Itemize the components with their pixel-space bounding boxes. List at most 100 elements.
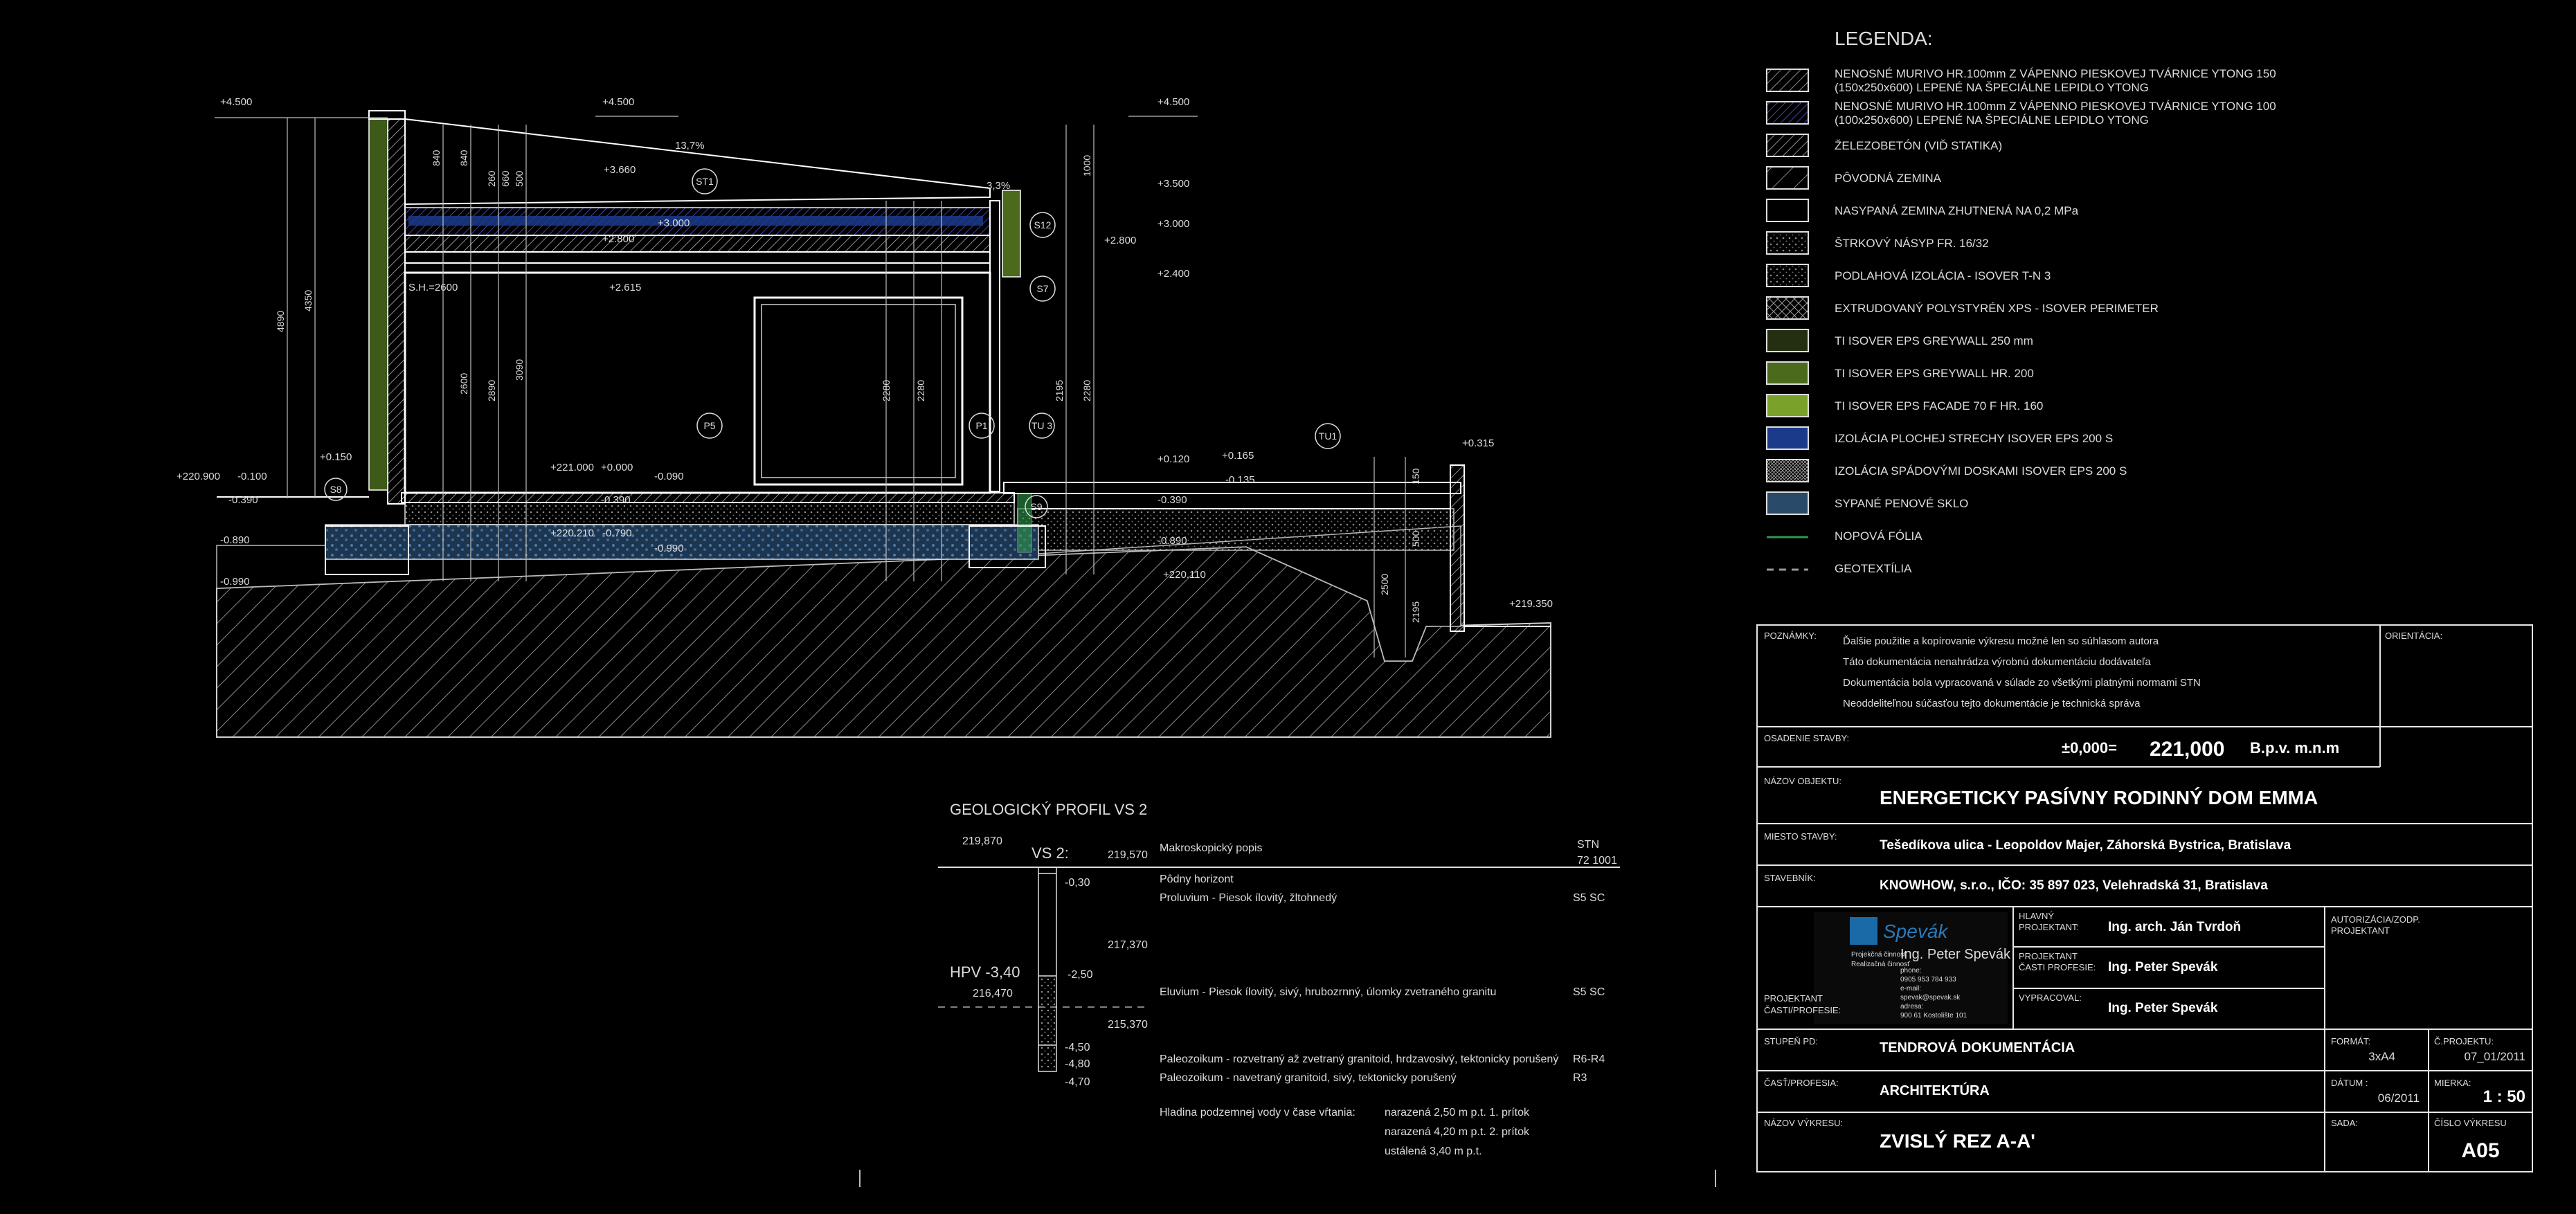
legend-item: TI ISOVER EPS GREYWALL HR. 200 bbox=[1766, 361, 2034, 385]
dimension-lines bbox=[215, 116, 1406, 658]
dim-label: 2195 bbox=[1410, 601, 1421, 623]
hlavny-label: HLAVNÝ bbox=[2019, 911, 2054, 921]
geo-header-stn: STN bbox=[1577, 839, 1599, 851]
section-labels: +4.500 +0.150 +220.900 -0.100 -0.390 -0.… bbox=[177, 96, 1553, 610]
company-logo: Spevák Ing. Peter Spevák Projekčná činno… bbox=[1814, 912, 2011, 1024]
objekt-label: NÁZOV OBJEKTU: bbox=[1764, 776, 1841, 786]
legend-swatch bbox=[1766, 69, 1809, 92]
title-block-frame bbox=[1756, 624, 2533, 1172]
legend-label: PODLAHOVÁ IZOLÁCIA - ISOVER T-N 3 bbox=[1835, 269, 2051, 282]
level-label: +0.165 bbox=[1222, 450, 1254, 462]
level-label: -0.100 bbox=[237, 471, 267, 482]
dim-label: 260 bbox=[486, 170, 497, 187]
title-block: POZNÁMKY: Ďalšie použitie a kopírovanie … bbox=[1756, 624, 2533, 1172]
geo-depth: -4,50 bbox=[1065, 1042, 1090, 1053]
legend-label: NOPOVÁ FÓLIA bbox=[1835, 529, 1922, 543]
legend-items: NENOSNÉ MURIVO HR.100mm Z VÁPENNO PIESKO… bbox=[1766, 67, 2276, 575]
geological-profile: GEOLOGICKÝ PROFIL VS 2 219,870 VS 2: 219… bbox=[938, 801, 1620, 1157]
vypracoval-label: VYPRACOVAL: bbox=[2019, 993, 2082, 1003]
cast-projektant: Ing. Peter Spevák bbox=[2108, 960, 2218, 975]
borehole-column bbox=[1038, 867, 1057, 1072]
legend-label: NENOSNÉ MURIVO HR.100mm Z VÁPENNO PIESKO… bbox=[1835, 67, 2276, 80]
geo-header-desc: Makroskopický popis bbox=[1160, 842, 1263, 854]
geo-water-item: ustálená 3,40 m p.t. bbox=[1385, 1145, 1482, 1157]
legend-item: GEOTEXTÍLIA bbox=[1767, 562, 1912, 575]
detail-tags: ST1 S12 S7 P5 P1 TU 3 TU1 S8 S9 bbox=[324, 168, 1341, 518]
cislo-label: ČÍSLO VÝKRESU bbox=[2434, 1118, 2507, 1128]
logo-info: adresa: bbox=[1900, 1003, 1923, 1011]
geo-water-item: narazená 4,20 m p.t. 2. prítok bbox=[1385, 1126, 1530, 1138]
geo-water-item: narazená 2,50 m p.t. 1. prítok bbox=[1385, 1107, 1530, 1118]
dim-label: 3090 bbox=[514, 359, 525, 381]
level-label: +2.800 bbox=[602, 233, 634, 245]
cast-label: ČASŤ/PROFESIA: bbox=[1764, 1078, 1839, 1088]
dim-label: 840 bbox=[431, 150, 442, 166]
legend-swatch bbox=[1766, 101, 1809, 125]
level-label: -0.790 bbox=[602, 527, 632, 539]
dim-label: 150 bbox=[1410, 468, 1421, 484]
legend-item: TI ISOVER EPS GREYWALL 250 mm bbox=[1766, 329, 2033, 352]
legend-swatch bbox=[1766, 459, 1809, 482]
footing-left bbox=[325, 525, 409, 575]
sada-label: SADA: bbox=[2331, 1118, 2358, 1128]
cast-proj-label: ČASTI PROFESIE: bbox=[2019, 962, 2096, 972]
legend-swatch bbox=[1766, 491, 1809, 515]
level-label: -0.090 bbox=[654, 471, 684, 482]
slope-label: 3,3% bbox=[987, 180, 1010, 192]
legend-swatch bbox=[1766, 264, 1809, 287]
logo-info: e-mail: bbox=[1900, 985, 1921, 993]
legend-swatch bbox=[1766, 361, 1809, 385]
geo-level: 219,570 bbox=[1108, 849, 1148, 861]
logo-info: 900 61 Kostolište 101 bbox=[1900, 1012, 1967, 1020]
legend-label: TI ISOVER EPS GREYWALL 250 mm bbox=[1835, 334, 2033, 347]
tag-s8: S8 bbox=[330, 484, 341, 495]
legend-swatch bbox=[1766, 134, 1809, 157]
legend-item: PÔVODNÁ ZEMINA bbox=[1766, 166, 1942, 190]
level-label: +0.000 bbox=[601, 462, 633, 473]
legend-title: LEGENDA: bbox=[1835, 28, 1933, 49]
window-opening bbox=[753, 296, 964, 486]
left-wall-insulation bbox=[368, 116, 388, 491]
roof-insulation-fill bbox=[408, 216, 983, 226]
borehole-fill bbox=[1040, 976, 1055, 1069]
legend-item: TI ISOVER EPS FACADE 70 F HR. 160 bbox=[1766, 394, 2043, 417]
geo-level: 215,370 bbox=[1108, 1019, 1148, 1031]
geo-row-desc: Proluvium - Piesok ílovitý, žltohnedý bbox=[1160, 892, 1337, 904]
level-label: +221.000 bbox=[550, 462, 594, 473]
footing-right bbox=[969, 525, 1046, 568]
osadenie-section: OSADENIE STAVBY: ±0,000= 221,000 B.p.v. … bbox=[1764, 733, 2339, 761]
datum-value: 06/2011 bbox=[2378, 1091, 2420, 1105]
geo-table: Makroskopický popis STN 72 1001 Pôdny ho… bbox=[1160, 839, 1617, 1157]
legend-label: SYPANÉ PENOVÉ SKLO bbox=[1835, 497, 1968, 510]
level-label: +3.660 bbox=[604, 164, 636, 176]
level-label: -0.890 bbox=[220, 534, 250, 546]
level-label: +0.120 bbox=[1158, 453, 1189, 465]
osadenie-suffix: B.p.v. m.n.m bbox=[2250, 739, 2339, 757]
vypracoval-value: Ing. Peter Spevák bbox=[2108, 1001, 2218, 1015]
osadenie-prefix: ±0,000= bbox=[2062, 739, 2117, 757]
objekt-name: ENERGETICKY PASÍVNY RODINNÝ DOM EMMA bbox=[1880, 787, 2318, 808]
logo-name: Ing. Peter Spevák bbox=[1900, 947, 2011, 962]
logo-info: 0905 953 784 933 bbox=[1900, 976, 1956, 984]
geo-row-desc: Paleozoikum - rozvetraný až zvetraný gra… bbox=[1160, 1053, 1558, 1065]
geo-vs-label: VS 2: bbox=[1032, 844, 1069, 862]
legend-swatch bbox=[1766, 296, 1809, 320]
level-label: -0.990 bbox=[654, 543, 684, 554]
level-label: +220.210 bbox=[550, 527, 594, 539]
projektant-label: ČASTI/PROFESIE: bbox=[1764, 1005, 1841, 1015]
interior-room bbox=[404, 271, 991, 494]
roof-slab bbox=[404, 235, 994, 253]
window-frame bbox=[761, 304, 956, 478]
dim-label: 500 bbox=[1410, 530, 1421, 547]
level-label: +3.500 bbox=[1158, 178, 1189, 190]
slope-label: 13,7% bbox=[675, 140, 705, 152]
note-line: Dokumentácia bola vypracovaná v súlade z… bbox=[1843, 677, 2201, 689]
orientation-label: ORIENTÁCIA: bbox=[2385, 631, 2442, 641]
datum-label: DÁTUM : bbox=[2331, 1078, 2368, 1088]
tag-s9: S9 bbox=[1030, 501, 1042, 512]
legend: LEGENDA: NENOSNÉ MURIVO HR.100mm Z VÁPEN… bbox=[1766, 28, 2276, 575]
cast-value: ARCHITEKTÚRA bbox=[1880, 1082, 1990, 1098]
info-rows: STUPEŇ PD: TENDROVÁ DOKUMENTÁCIA FORMÁT:… bbox=[1764, 1036, 2525, 1162]
dim-label: 4890 bbox=[275, 311, 286, 332]
